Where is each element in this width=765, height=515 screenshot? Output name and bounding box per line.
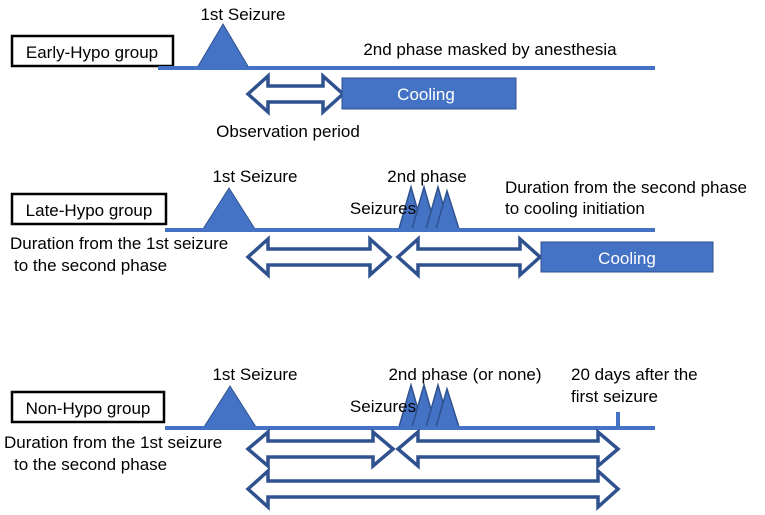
early-hypo-label-box — [10, 34, 175, 68]
early-cooling-label: Cooling — [397, 85, 455, 104]
late-duration-first-line1: Duration from the 1st seizure — [10, 234, 228, 253]
early-masked-note: 2nd phase masked by anesthesia — [363, 40, 617, 59]
non-duration-first-line1: Duration from the 1st seizure — [4, 433, 222, 452]
early-first-seizure-label: 1st Seizure — [200, 5, 285, 24]
late-cooling-box — [540, 241, 714, 273]
late-seizures-label: Seizures — [350, 199, 416, 218]
non-total-duration-arrow — [245, 467, 621, 511]
early-hypo-label: Early-Hypo group — [26, 43, 158, 62]
late-hypo-label-box — [10, 192, 168, 226]
early-hypo-section: Early-Hypo group 1st Seizure 2nd phase m… — [10, 5, 655, 141]
early-seizure-peak — [196, 23, 250, 69]
late-hypo-label: Late-Hypo group — [26, 201, 153, 220]
late-seizure-peak — [202, 187, 256, 230]
early-cooling-box — [341, 77, 517, 110]
early-timeline — [158, 66, 655, 70]
late-duration-first-line2: to the second phase — [14, 256, 167, 275]
observation-period-arrow — [245, 72, 346, 116]
non-days-line1: 20 days after the — [571, 365, 698, 384]
non-duration-first-line2: to the second phase — [14, 455, 167, 474]
non-seizures-label: Seizures — [350, 397, 416, 416]
non-timeline — [165, 426, 655, 430]
non-day20-tick — [616, 412, 620, 428]
late-duration-second-line1: Duration from the second phase — [505, 178, 747, 197]
late-first-duration-arrow — [245, 235, 393, 279]
non-hypo-label: Non-Hypo group — [26, 399, 151, 418]
late-hypo-section: Late-Hypo group 1st Seizure 2nd phase Se… — [10, 167, 747, 279]
non-hypo-label-box — [10, 390, 166, 424]
non-seizure-peak — [203, 385, 257, 428]
non-second-phase-label: 2nd phase (or none) — [388, 365, 541, 384]
non-first-duration-arrow — [245, 428, 396, 470]
late-duration-second-line2: to cooling initiation — [505, 199, 645, 218]
non-first-seizure-label: 1st Seizure — [212, 365, 297, 384]
late-timeline — [165, 228, 655, 232]
non-days-line2: first seizure — [571, 387, 658, 406]
late-second-duration-arrow — [395, 235, 543, 279]
late-first-seizure-label: 1st Seizure — [212, 167, 297, 186]
observation-period-label: Observation period — [216, 122, 360, 141]
late-second-phase-label: 2nd phase — [387, 167, 466, 186]
late-second-phase-peaks — [398, 184, 461, 230]
non-hypo-section: Non-Hypo group 1st Seizure 2nd phase (or… — [4, 365, 698, 511]
late-cooling-label: Cooling — [598, 249, 656, 268]
non-second-duration-arrow — [395, 428, 621, 470]
